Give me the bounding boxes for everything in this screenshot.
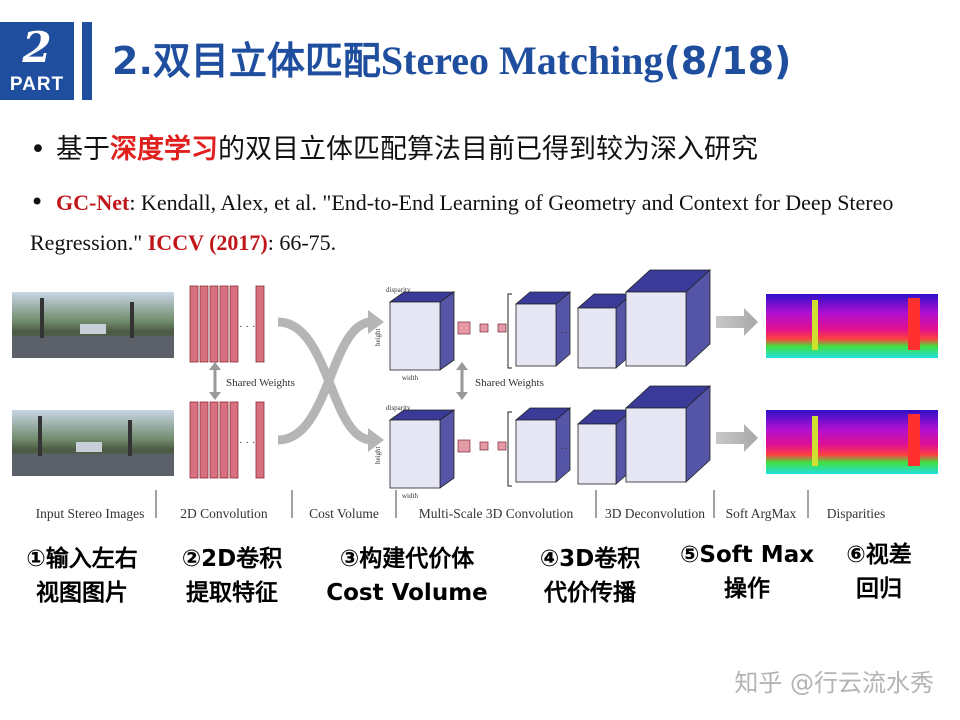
- stage-label-soft-argmax: Soft ArgMax: [726, 506, 797, 521]
- step-2-line1: ②2D卷积: [181, 546, 283, 572]
- ellipsis-top: · · ·: [239, 321, 256, 333]
- axis-label-height-top: height: [374, 328, 382, 346]
- shared-weights-label-right: Shared Weights: [475, 377, 544, 389]
- step-caption-5: ⑤Soft Max 操作: [664, 538, 830, 606]
- axis-label-height-bottom: height: [374, 446, 382, 464]
- step-3-line1: ③构建代价体: [339, 546, 475, 572]
- axis-label-width-top: width: [402, 374, 418, 382]
- step-5-line1: ⑤Soft Max: [679, 542, 815, 568]
- title-page-count: (8/18): [663, 39, 792, 83]
- reference-pages: : 66-75.: [267, 230, 337, 255]
- step-1-line2: 视图图片: [36, 580, 128, 606]
- step-5-line2: 操作: [724, 576, 770, 602]
- reference-venue: ICCV (2017): [147, 230, 268, 255]
- stage-label-disparities: Disparities: [827, 506, 886, 521]
- cost-volume-cube-bottom: [388, 409, 456, 489]
- feature-stack-top: [189, 285, 265, 363]
- bullet1-highlight: 深度学习: [110, 134, 218, 165]
- step-3-line2: Cost Volume: [326, 580, 488, 606]
- header-divider-bar: [82, 22, 92, 100]
- part-badge: 2 PART: [0, 22, 74, 100]
- step-6-line1: ⑥视差: [846, 542, 912, 568]
- conv3d-kernels-top: [457, 321, 507, 335]
- part-label: PART: [9, 74, 65, 95]
- bracket-bottom: [507, 411, 512, 487]
- bullet1-pre: 基于: [56, 134, 110, 165]
- ellipsis-cubes-top: ··: [560, 327, 567, 339]
- step-4-line2: 代价传播: [544, 580, 636, 606]
- step-4-line1: ④3D卷积: [539, 546, 641, 572]
- stage-label-input: Input Stereo Images: [36, 506, 145, 521]
- ellipsis-cubes-bottom: ··: [560, 443, 567, 455]
- ellipsis-bottom: · · ·: [239, 437, 256, 449]
- input-image-right: [12, 410, 174, 476]
- multiscale-cubes-top: [514, 269, 712, 369]
- stage-label-3d-deconv: 3D Deconvolution: [605, 506, 705, 521]
- conv3d-kernels-bottom: [457, 439, 507, 453]
- cross-arrow-head-bottom: [368, 428, 384, 452]
- bullet-dot: •: [30, 188, 45, 216]
- input-image-left: [12, 292, 174, 358]
- step-6-line2: 回归: [856, 576, 902, 602]
- zhihu-watermark: 知乎 @行云流水秀: [734, 669, 934, 697]
- step-caption-4: ④3D卷积 代价传播: [522, 542, 658, 610]
- reference-authors: : Kendall, Alex, et al. "End-to-End Lear…: [30, 190, 894, 255]
- bullet-deep-learning: • 基于深度学习的双目立体匹配算法目前已得到较为深入研究: [30, 127, 758, 166]
- part-number: 2: [22, 23, 52, 72]
- bracket-top: [507, 293, 512, 369]
- disparity-map-bottom: [766, 410, 938, 474]
- stage-dividers: [155, 490, 809, 518]
- step-caption-6: ⑥视差 回归: [828, 538, 930, 606]
- reference-name: GC-Net: [56, 190, 130, 215]
- feature-stack-bottom: [189, 401, 265, 479]
- stage-label-3d-conv: Multi-Scale 3D Convolution: [419, 506, 574, 521]
- shared-weights-arrow-left: [209, 362, 221, 400]
- title-english: Stereo Matching: [380, 38, 664, 83]
- softargmax-arrow-top: [716, 308, 758, 336]
- cross-arrow-head-top: [368, 310, 384, 334]
- step-2-line2: 提取特征: [186, 580, 278, 606]
- axis-label-width-bottom: width: [402, 492, 418, 500]
- step-caption-3: ③构建代价体 Cost Volume: [310, 542, 504, 610]
- bullet-gcnet-reference: • GC-Net: Kendall, Alex, et al. "End-to-E…: [30, 182, 942, 263]
- axis-label-disparity-top: disparity: [386, 286, 411, 294]
- stage-label-2d-conv: 2D Convolution: [180, 506, 268, 521]
- step-1-line1: ①输入左右: [26, 546, 138, 572]
- axis-label-disparity-bottom: disparity: [386, 404, 411, 412]
- shared-weights-arrow-right: [456, 362, 468, 400]
- bullet1-post: 的双目立体匹配算法目前已得到较为深入研究: [218, 134, 758, 165]
- cost-volume-cross-arrows: [277, 317, 373, 445]
- shared-weights-label-left: Shared Weights: [226, 377, 295, 389]
- step-caption-2: ②2D卷积 提取特征: [164, 542, 300, 610]
- disparity-map-top: [766, 294, 938, 358]
- stage-label-cost-volume: Cost Volume: [309, 506, 379, 521]
- multiscale-cubes-bottom: [514, 385, 712, 485]
- gcnet-architecture-figure: · · · · · · Shared Weights disparity hei…: [12, 269, 938, 521]
- bullet-dot: •: [30, 134, 46, 165]
- step-caption-1: ①输入左右 视图图片: [8, 542, 156, 610]
- title-chinese: 2.双目立体匹配: [112, 39, 381, 83]
- cost-volume-cube-top: [388, 291, 456, 371]
- softargmax-arrow-bottom: [716, 424, 758, 452]
